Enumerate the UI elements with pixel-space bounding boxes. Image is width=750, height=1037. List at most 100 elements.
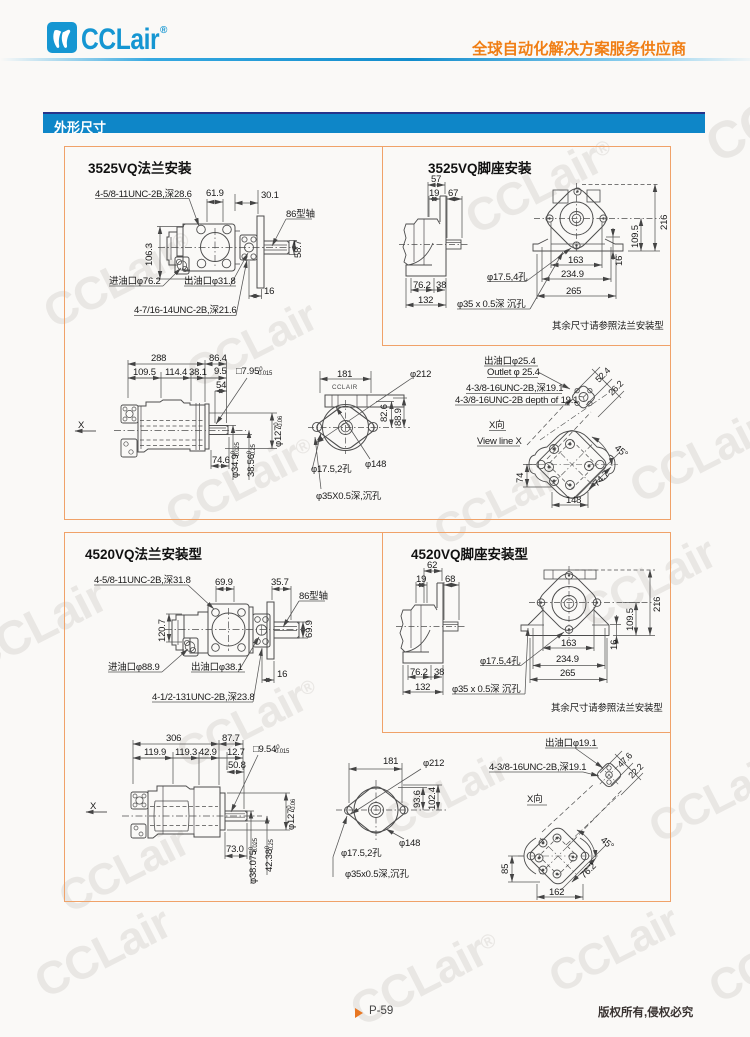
svg-text:93.6: 93.6 bbox=[412, 790, 423, 808]
svg-text:119.3: 119.3 bbox=[175, 747, 197, 758]
svg-text:106.3: 106.3 bbox=[144, 243, 155, 266]
svg-text:82.6: 82.6 bbox=[379, 404, 390, 422]
svg-text:22.2: 22.2 bbox=[626, 761, 645, 780]
svg-text:φ17.5,2孔: φ17.5,2孔 bbox=[341, 848, 382, 859]
svg-text:φ212: φ212 bbox=[410, 369, 431, 380]
svg-text:9.5: 9.5 bbox=[214, 366, 227, 377]
svg-text:76.2: 76.2 bbox=[413, 280, 431, 291]
svg-text:73.0: 73.0 bbox=[226, 844, 244, 855]
svg-text:119.9: 119.9 bbox=[144, 747, 166, 758]
svg-text:φ35 x 0.5深 沉孔: φ35 x 0.5深 沉孔 bbox=[452, 684, 521, 695]
svg-text:□9.540-0.015: □9.540-0.015 bbox=[253, 744, 290, 755]
svg-text:φ148: φ148 bbox=[365, 459, 386, 470]
svg-text:42.9: 42.9 bbox=[199, 747, 217, 758]
svg-text:132: 132 bbox=[415, 682, 430, 693]
svg-text:Outlet φ 25.4: Outlet φ 25.4 bbox=[487, 367, 540, 378]
svg-text:86.4: 86.4 bbox=[209, 353, 227, 364]
svg-text:16: 16 bbox=[277, 669, 287, 680]
svg-text:12.7: 12.7 bbox=[227, 747, 245, 758]
svg-text:57: 57 bbox=[431, 174, 441, 185]
svg-text:X: X bbox=[78, 420, 85, 431]
svg-text:出油口φ31.8: 出油口φ31.8 bbox=[184, 275, 236, 287]
svg-text:74: 74 bbox=[515, 473, 526, 483]
svg-text:4-3/8-16UNC-2B,深19.1: 4-3/8-16UNC-2B,深19.1 bbox=[489, 762, 586, 773]
svg-text:162: 162 bbox=[549, 887, 564, 898]
svg-text:φ38.0750-0.025: φ38.0750-0.025 bbox=[248, 837, 259, 884]
svg-text:□7.950-0.015: □7.950-0.015 bbox=[236, 366, 273, 377]
svg-text:出油口φ19.1: 出油口φ19.1 bbox=[545, 737, 597, 749]
svg-text:68: 68 bbox=[445, 574, 455, 585]
svg-text:φ17.5,4孔: φ17.5,4孔 bbox=[480, 656, 521, 667]
svg-text:16: 16 bbox=[264, 286, 274, 297]
svg-text:58.7: 58.7 bbox=[293, 240, 304, 258]
svg-text:62: 62 bbox=[427, 560, 437, 571]
svg-text:View line X: View line X bbox=[477, 436, 522, 447]
svg-text:4-1/2-131UNC-2B,深23.8: 4-1/2-131UNC-2B,深23.8 bbox=[152, 692, 254, 703]
svg-text:19: 19 bbox=[416, 574, 426, 585]
svg-text:50.8: 50.8 bbox=[228, 760, 246, 771]
svg-text:φ17.5,4孔: φ17.5,4孔 bbox=[487, 272, 528, 283]
svg-text:265: 265 bbox=[566, 286, 581, 297]
svg-text:76.2: 76.2 bbox=[410, 667, 428, 678]
svg-text:109.5: 109.5 bbox=[630, 225, 641, 248]
svg-text:88.9: 88.9 bbox=[393, 408, 404, 426]
svg-text:φ148: φ148 bbox=[399, 838, 420, 849]
svg-text:45°: 45° bbox=[612, 443, 630, 461]
svg-text:234.9: 234.9 bbox=[556, 654, 579, 665]
svg-text:86型轴: 86型轴 bbox=[286, 208, 315, 220]
svg-text:35.7: 35.7 bbox=[271, 577, 289, 588]
svg-text:74.6: 74.6 bbox=[212, 455, 230, 466]
svg-text:φ35X0.5深,沉孔: φ35X0.5深,沉孔 bbox=[316, 491, 382, 502]
svg-text:306: 306 bbox=[166, 733, 181, 744]
svg-text:4-5/8-11UNC-2B,深31.8: 4-5/8-11UNC-2B,深31.8 bbox=[94, 575, 191, 586]
svg-text:φ1270-0.06: φ1270-0.06 bbox=[273, 415, 284, 447]
svg-text:4-5/8-11UNC-2B,深28.6: 4-5/8-11UNC-2B,深28.6 bbox=[95, 189, 192, 200]
svg-text:其余尺寸请参照法兰安装型: 其余尺寸请参照法兰安装型 bbox=[552, 320, 664, 332]
svg-text:216: 216 bbox=[652, 597, 663, 612]
svg-text:87.7: 87.7 bbox=[222, 733, 240, 744]
svg-text:4-7/16-14UNC-2B,深21.6: 4-7/16-14UNC-2B,深21.6 bbox=[134, 305, 236, 316]
svg-text:42.380-0.25: 42.380-0.25 bbox=[264, 839, 275, 872]
svg-text:148: 148 bbox=[566, 495, 581, 506]
svg-text:出油口φ38.1: 出油口φ38.1 bbox=[191, 661, 243, 673]
svg-text:19: 19 bbox=[429, 188, 439, 199]
svg-text:30.1: 30.1 bbox=[261, 190, 279, 201]
svg-text:X向: X向 bbox=[489, 419, 504, 431]
svg-text:109.5: 109.5 bbox=[625, 608, 636, 631]
svg-text:38.1: 38.1 bbox=[189, 367, 207, 378]
svg-text:54: 54 bbox=[216, 380, 226, 391]
svg-text:进油口φ76.2: 进油口φ76.2 bbox=[109, 275, 161, 287]
svg-text:181: 181 bbox=[383, 756, 398, 767]
svg-text:4-3/8-16UNC-2B,深19.1: 4-3/8-16UNC-2B,深19.1 bbox=[466, 383, 563, 394]
svg-text:X: X bbox=[90, 801, 97, 812]
svg-text:38: 38 bbox=[436, 280, 446, 291]
svg-text:216: 216 bbox=[659, 215, 670, 230]
svg-text:26.2: 26.2 bbox=[606, 378, 625, 397]
svg-text:288: 288 bbox=[151, 353, 166, 364]
svg-text:X向: X向 bbox=[527, 793, 542, 805]
svg-text:86型轴: 86型轴 bbox=[299, 590, 328, 602]
svg-text:φ1270-0.06: φ1270-0.06 bbox=[286, 798, 297, 830]
svg-text:进油口φ88.9: 进油口φ88.9 bbox=[108, 661, 160, 673]
svg-text:234.9: 234.9 bbox=[561, 269, 584, 280]
svg-text:181: 181 bbox=[337, 369, 352, 380]
svg-text:38: 38 bbox=[434, 667, 444, 678]
svg-text:163: 163 bbox=[568, 255, 583, 266]
svg-text:132: 132 bbox=[418, 295, 433, 306]
svg-text:出油口φ25.4: 出油口φ25.4 bbox=[484, 355, 536, 367]
svg-text:163: 163 bbox=[561, 638, 576, 649]
svg-text:φ212: φ212 bbox=[423, 758, 444, 769]
svg-text:109.5: 109.5 bbox=[133, 367, 156, 378]
svg-text:CCLAIR: CCLAIR bbox=[332, 384, 358, 391]
svg-text:74.7: 74.7 bbox=[591, 469, 611, 489]
svg-text:120.7: 120.7 bbox=[157, 619, 168, 642]
svg-text:4-3/8-16UNC-2B depth of 19.1: 4-3/8-16UNC-2B depth of 19.1 bbox=[455, 395, 578, 406]
svg-text:85: 85 bbox=[500, 864, 511, 874]
svg-text:69.9: 69.9 bbox=[304, 620, 315, 638]
svg-text:φ17.5,2孔: φ17.5,2孔 bbox=[311, 464, 352, 475]
svg-text:265: 265 bbox=[560, 668, 575, 679]
svg-text:其余尺寸请参照法兰安装型: 其余尺寸请参照法兰安装型 bbox=[551, 702, 663, 714]
svg-text:φ35 x 0.5深 沉孔: φ35 x 0.5深 沉孔 bbox=[457, 299, 526, 310]
svg-text:102.4: 102.4 bbox=[427, 787, 438, 810]
svg-text:φ35x0.5深,沉孔: φ35x0.5深,沉孔 bbox=[345, 869, 409, 880]
